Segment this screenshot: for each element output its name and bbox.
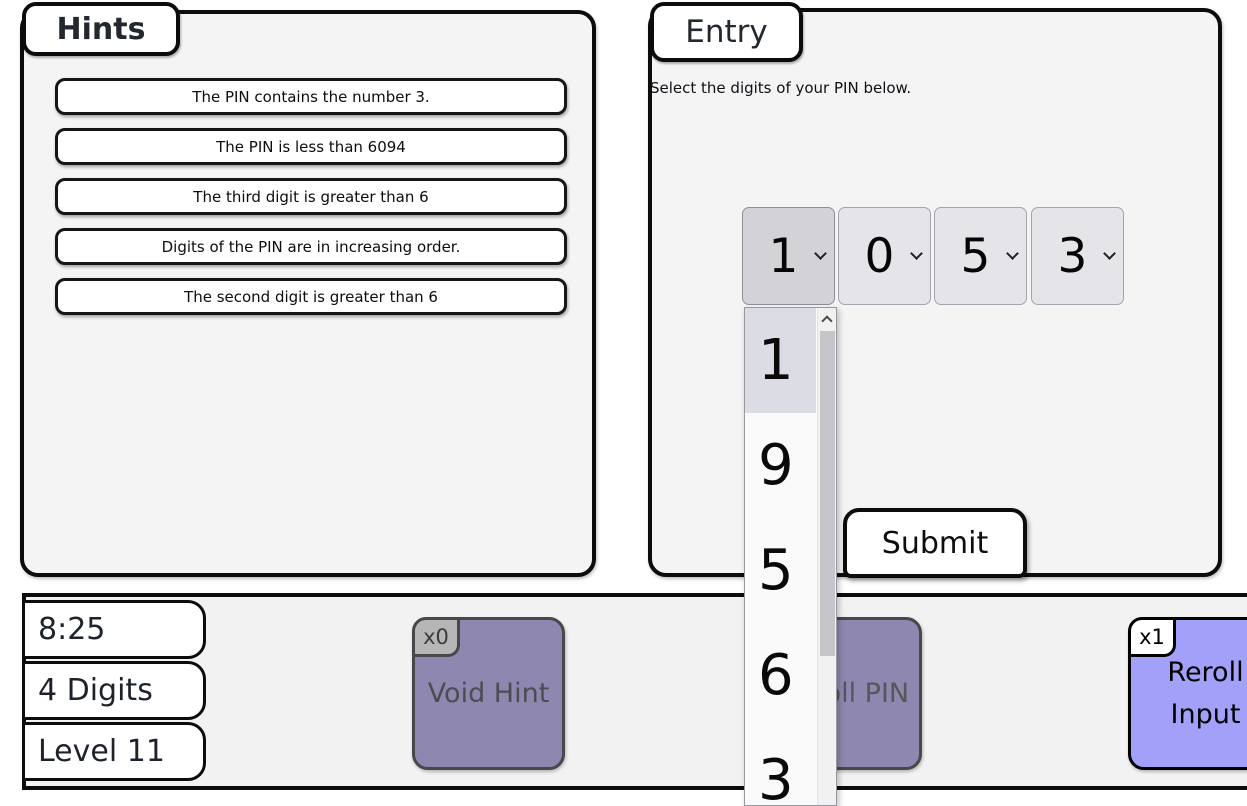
reroll-input-button[interactable]: x1 Reroll Input — [1128, 617, 1247, 770]
hints-title-text: Hints — [56, 11, 146, 47]
digit-dropdown-list: 1 9 5 6 3 — [744, 307, 837, 806]
submit-button[interactable]: Submit — [843, 508, 1027, 578]
hint-text: Digits of the PIN are in increasing orde… — [161, 237, 461, 256]
pin-digit-value: 5 — [960, 228, 991, 284]
hint-text: The PIN contains the number 3. — [192, 87, 430, 106]
entry-title-text: Entry — [685, 14, 768, 50]
chevron-down-icon — [1103, 247, 1116, 260]
hint-item: Digits of the PIN are in increasing orde… — [55, 228, 567, 265]
level-display: Level 11 — [22, 722, 206, 781]
digit-count-display: 4 Digits — [22, 661, 206, 720]
pin-digit-select-2[interactable]: 0 — [838, 207, 931, 305]
void-hint-count-badge: x0 — [412, 617, 460, 657]
void-hint-label: Void Hint — [427, 678, 550, 709]
hint-item: The PIN contains the number 3. — [55, 78, 567, 115]
reroll-input-count-badge: x1 — [1128, 617, 1176, 657]
scrollbar-thumb[interactable] — [820, 331, 835, 656]
hints-list: The PIN contains the number 3. The PIN i… — [55, 78, 567, 328]
pin-digit-value: 1 — [768, 228, 799, 284]
timer-text: 8:25 — [38, 612, 106, 647]
timer-display: 8:25 — [22, 600, 206, 659]
chevron-down-icon — [910, 247, 923, 260]
dropdown-scrollbar[interactable] — [817, 308, 836, 805]
dropdown-option[interactable]: 1 — [745, 308, 816, 413]
entry-instruction: Select the digits of your PIN below. — [650, 79, 912, 97]
hint-item: The second digit is greater than 6 — [55, 278, 567, 315]
pin-digit-select-1[interactable]: 1 — [742, 207, 835, 305]
submit-label: Submit — [881, 525, 989, 561]
chevron-down-icon — [814, 247, 827, 260]
pin-digit-select-3[interactable]: 5 — [934, 207, 1027, 305]
dropdown-option[interactable]: 6 — [758, 643, 794, 708]
pin-digit-value: 3 — [1057, 228, 1088, 284]
scrollbar-up-button[interactable] — [818, 308, 836, 330]
chevron-up-icon — [821, 315, 833, 327]
reroll-input-label: Reroll Input — [1167, 656, 1244, 730]
chevron-down-icon — [1006, 247, 1019, 260]
hint-text: The PIN is less than 6094 — [216, 137, 406, 156]
dropdown-option[interactable]: 3 — [758, 748, 794, 806]
hint-item: The PIN is less than 6094 — [55, 128, 567, 165]
pin-digit-select-4[interactable]: 3 — [1031, 207, 1124, 305]
hint-text: The second digit is greater than 6 — [184, 287, 438, 306]
pin-digit-value: 0 — [864, 228, 895, 284]
void-hint-button[interactable]: x0 Void Hint — [412, 617, 565, 770]
hint-text: The third digit is greater than 6 — [193, 187, 429, 206]
dropdown-option[interactable]: 5 — [758, 538, 794, 603]
digit-count-text: 4 Digits — [38, 673, 153, 708]
hint-item: The third digit is greater than 6 — [55, 178, 567, 215]
hints-panel-title: Hints — [22, 2, 180, 56]
level-text: Level 11 — [38, 734, 165, 769]
entry-panel-title: Entry — [650, 2, 803, 62]
dropdown-option[interactable]: 9 — [758, 433, 794, 498]
